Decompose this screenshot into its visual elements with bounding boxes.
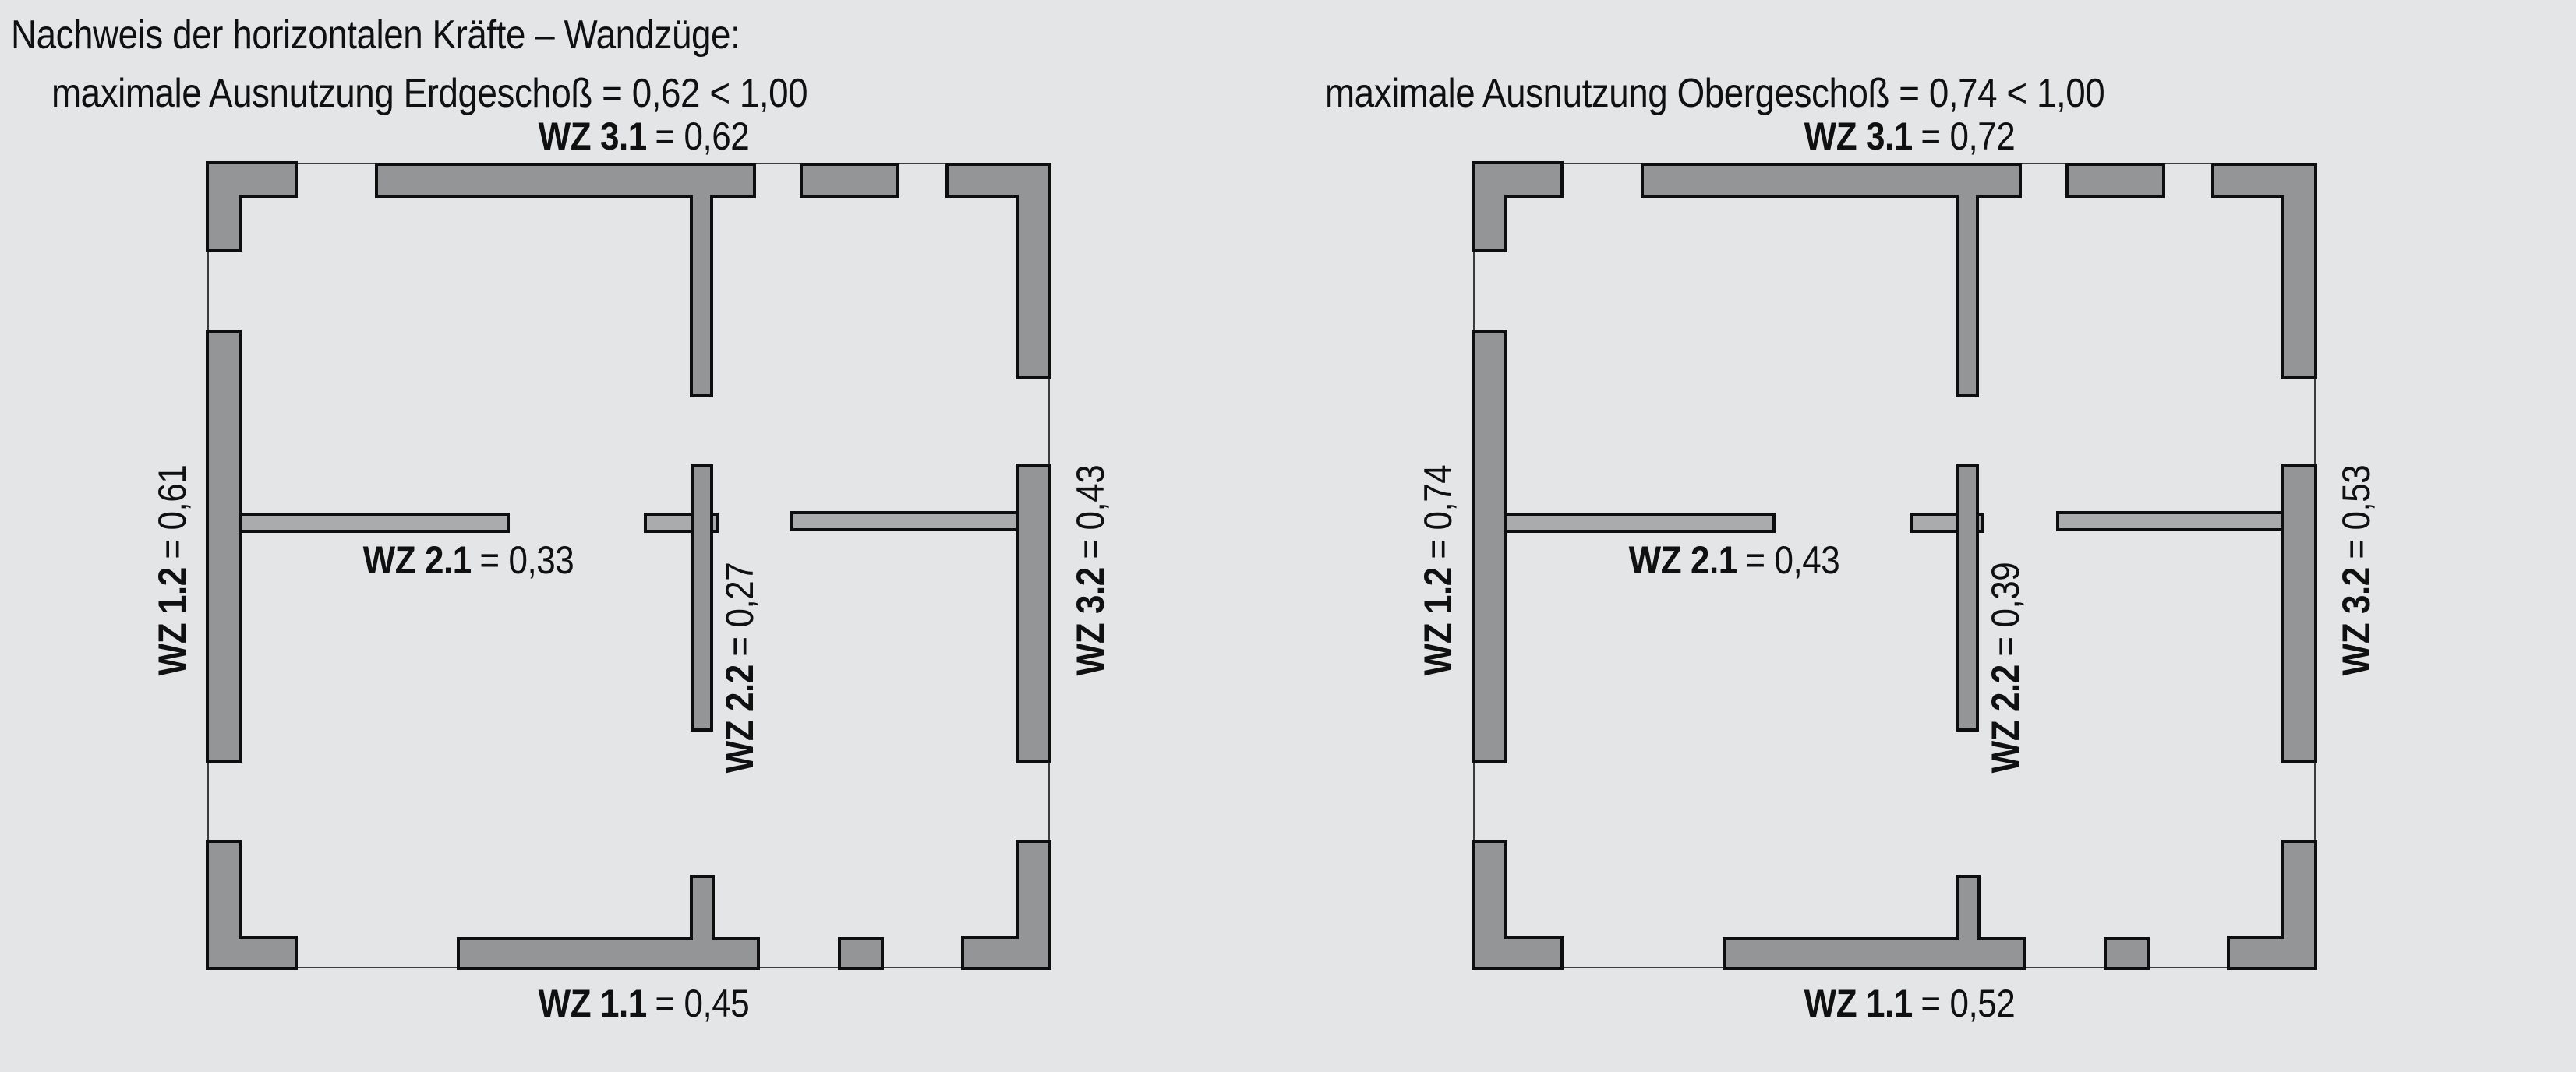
label-wz12: WZ 1.2= 0,61 (150, 464, 194, 676)
floor-plan-erdgeschoss: WZ 3.1= 0,62 WZ 1.1= 0,45 WZ 1.2= 0,61 W… (150, 115, 1112, 1025)
label-wz31: WZ 3.1= 0,72 (1804, 115, 2016, 158)
label-wz32: WZ 3.2= 0,43 (1069, 464, 1112, 676)
label-wz31: WZ 3.1= 0,62 (538, 115, 750, 158)
label-wz32: WZ 3.2= 0,53 (2334, 464, 2378, 676)
label-wz22: WZ 2.2= 0,39 (1984, 562, 2027, 774)
label-wz22: WZ 2.2= 0,27 (718, 562, 761, 774)
label-wz21: WZ 2.1= 0,33 (362, 538, 574, 582)
label-wz11: WZ 1.1= 0,52 (1804, 982, 2016, 1025)
label-wz12: WZ 1.2= 0,74 (1416, 464, 1460, 676)
subtitle-erdgeschoss: maximale Ausnutzung Erdgeschoß = 0,62 < … (51, 71, 808, 116)
floor-plan-obergeschoss: WZ 3.1= 0,72 WZ 1.1= 0,52 WZ 1.2= 0,74 W… (1416, 115, 2378, 1025)
floor-plan-drawing (206, 161, 1051, 970)
subtitle-obergeschoss: maximale Ausnutzung Obergeschoß = 0,74 <… (1325, 71, 2105, 116)
figure-title: Nachweis der horizontalen Kräfte – Wandz… (11, 12, 740, 58)
floor-plan-drawing (1472, 161, 2317, 970)
label-wz11: WZ 1.1= 0,45 (538, 982, 750, 1025)
label-wz21: WZ 2.1= 0,43 (1628, 538, 1840, 582)
